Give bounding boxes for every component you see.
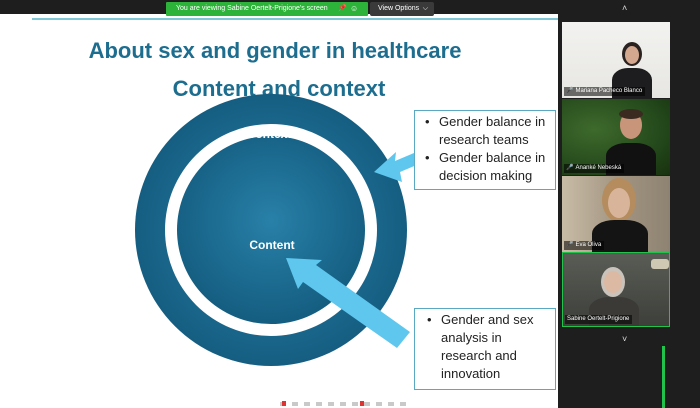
chevron-down-icon[interactable]: ˅ [622,334,628,344]
context-label: Context [247,127,292,141]
participant-name: 🎤Mariana Pacheco Blanco [564,87,646,96]
chevron-up-icon[interactable]: ˄ [622,3,628,13]
viewing-text: You are viewing Sabine Oertelt-Prigione'… [176,5,328,12]
video-tile[interactable]: Sabine Oertelt-Prigione [562,252,670,327]
content-label: Content [249,238,294,252]
thumbnail-strip [280,402,410,406]
slide-top-rule [32,18,558,20]
callout-bottom: Gender and sex analysis in research and … [414,308,556,390]
callout-top-item: Gender balance in research teams [417,113,555,149]
marker-icon [360,401,364,406]
chevron-down-icon: ⌵ [422,5,428,12]
slide-bottom-strip [0,392,558,408]
context-content-diagram: Context Content [135,94,419,366]
slide-title: About sex and gender in healthcare [88,38,462,63]
participant-name: 🎤Eva Oliva [564,241,605,250]
marker-icon [282,401,286,406]
viewing-banner: You are viewing Sabine Oertelt-Prigione'… [166,2,368,16]
callout-top-item: Gender balance in decision making [417,149,555,185]
arrow-to-content [286,258,410,348]
smiley-icon[interactable]: ☺ [350,4,359,13]
active-indicator [662,346,665,408]
callout-bottom-item: Gender and sex analysis in research and … [419,311,555,383]
callout-top: Gender balance in research teams Gender … [414,110,556,190]
view-options-button[interactable]: View Options ⌵ [370,2,434,16]
mic-muted-icon: 🎤 [566,165,574,171]
shared-slide: About sex and gender in healthcare Conte… [0,14,558,406]
mic-muted-icon: 🎤 [566,242,574,248]
arrow-to-context [374,152,419,182]
pin-icon[interactable]: 📌 [338,5,347,12]
participant-name: 🎤Ananké Nebeská [564,164,625,173]
video-tile[interactable]: 🎤Ananké Nebeská [562,99,670,175]
view-options-label: View Options [378,5,420,12]
mic-muted-icon: 🎤 [566,88,574,94]
video-tile[interactable]: 🎤Eva Oliva [562,176,670,252]
participant-name: Sabine Oertelt-Prigione [565,315,633,324]
video-tile[interactable]: 🎤Mariana Pacheco Blanco [562,22,670,98]
